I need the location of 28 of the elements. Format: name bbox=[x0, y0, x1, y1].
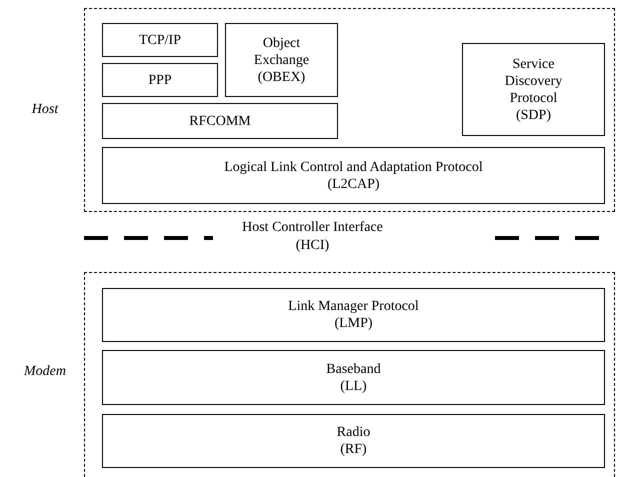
protocol-name: (LL) bbox=[340, 378, 367, 394]
protocol-box bbox=[102, 288, 605, 342]
protocol-name: Object Exchange bbox=[252, 34, 310, 68]
protocol-name: Radio bbox=[336, 424, 370, 441]
interface-label: (HCI) bbox=[294, 238, 330, 254]
group-label: Modem bbox=[22, 364, 67, 380]
protocol-box bbox=[102, 63, 218, 97]
protocol-name: TCP/IP bbox=[138, 32, 181, 48]
protocol-box bbox=[102, 103, 338, 139]
protocol-name: (LMP) bbox=[334, 315, 373, 332]
group-label: Host bbox=[30, 102, 60, 118]
protocol-name: RFCOMM bbox=[189, 112, 251, 130]
protocol-box bbox=[462, 43, 605, 136]
protocol-name: Baseband bbox=[326, 360, 381, 378]
protocol-name: PPP bbox=[148, 72, 172, 88]
protocol-box bbox=[102, 350, 605, 405]
protocol-box bbox=[102, 23, 218, 57]
protocol-box bbox=[225, 23, 338, 97]
protocol-box bbox=[102, 147, 605, 204]
protocol-name: Logical Link Control and Adaptation Protocol bbox=[224, 158, 483, 176]
protocol-name: Link Manager Protocol bbox=[288, 298, 419, 315]
protocol-box bbox=[102, 414, 605, 468]
protocol-name: (RF) bbox=[340, 441, 367, 458]
protocol-name: (L2CAP) bbox=[327, 176, 380, 192]
protocol-name: (SDP) bbox=[516, 106, 551, 124]
interface-label: Host Controller Interface bbox=[241, 220, 384, 236]
protocol-name: (OBEX) bbox=[258, 68, 306, 86]
protocol-name: Service Discovery Protocol bbox=[504, 56, 564, 106]
